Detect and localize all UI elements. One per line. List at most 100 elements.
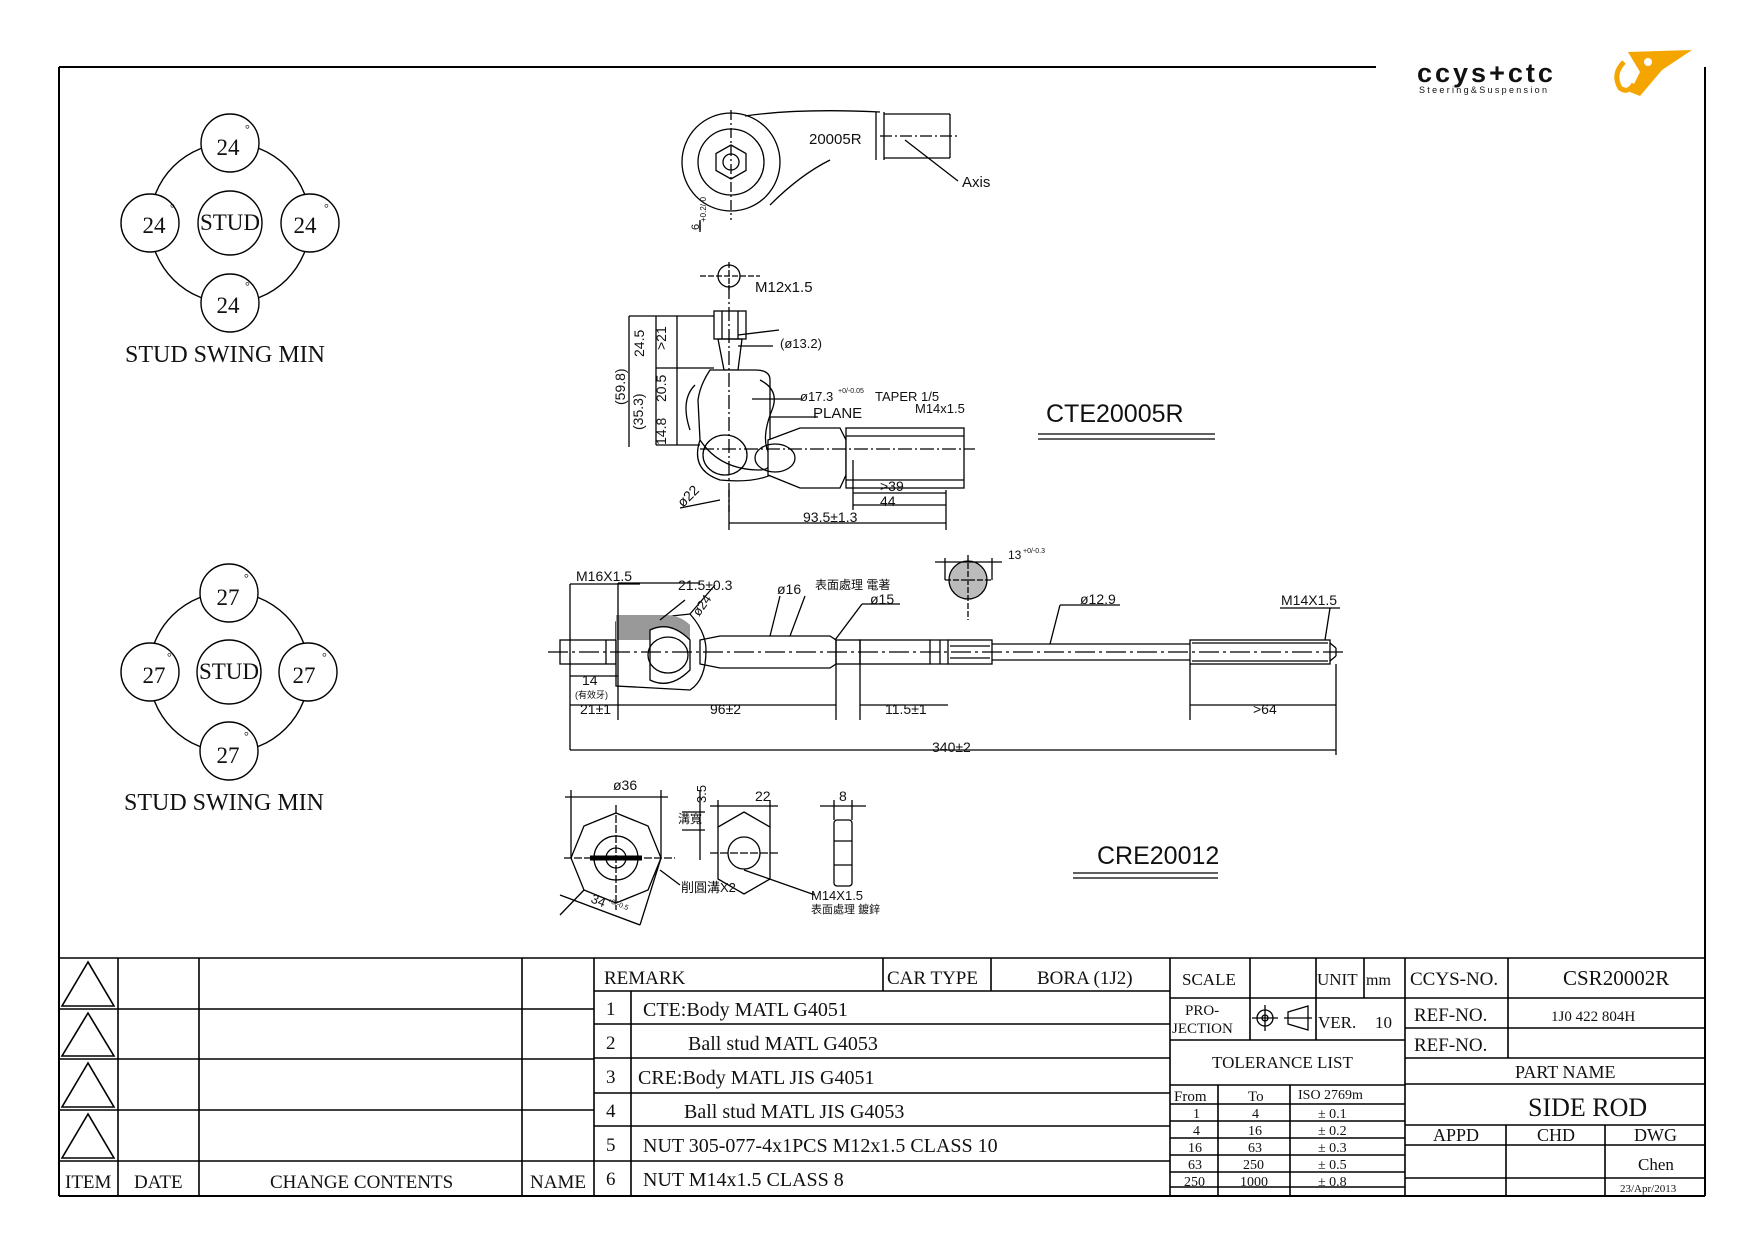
tol-from: 16 xyxy=(1188,1141,1202,1156)
tol-to: 1000 xyxy=(1240,1175,1268,1190)
tol-from: 4 xyxy=(1193,1124,1200,1139)
cre-nut-dim-36: ø36 xyxy=(613,777,637,793)
cre-dim-effective-thread: (有效牙) xyxy=(575,689,608,700)
cre-nut-surface-note: 表面處理 鍍鋅 xyxy=(811,902,880,916)
cte-side-view xyxy=(628,262,975,530)
chd-label: CHD xyxy=(1537,1125,1575,1145)
cre-dim-340: 340±2 xyxy=(932,739,971,755)
cte-dim-20: 20.5 xyxy=(653,375,669,402)
cre-dim-96: 96±2 xyxy=(710,701,741,717)
dwg-name: Chen xyxy=(1638,1155,1674,1174)
cre-rod-view xyxy=(548,555,1345,755)
cte-dim-offset-tol: +0.2/-0 xyxy=(699,196,708,222)
tol-from: 1 xyxy=(1193,1107,1200,1122)
stud-top-angle-e: 24 xyxy=(294,213,318,238)
cre-dim-21: 21±1 xyxy=(580,701,611,717)
stud-top-center: STUD xyxy=(200,210,260,235)
car-type-label: CAR TYPE xyxy=(887,968,978,989)
tol-header-iso: ISO 2769m xyxy=(1298,1088,1363,1103)
degree-mark: ° xyxy=(170,201,175,215)
ref-no2-label: REF-NO. xyxy=(1414,1035,1487,1056)
remark-text: CRE:Body MATL JIS G4051 xyxy=(638,1067,875,1089)
cte-dim-plane: PLANE xyxy=(813,405,862,422)
stud-top-angle-n: 24 xyxy=(217,135,241,160)
company-logo: ccys+ctc Steering&Suspension xyxy=(1417,50,1692,96)
cte-dim-59: (59.8) xyxy=(612,368,628,405)
stud-top-angle-s: 24 xyxy=(217,293,241,318)
cre-dim-14: 14 xyxy=(582,672,598,688)
stud-bottom-angle-w: 27 xyxy=(143,663,166,688)
rev-header-date: DATE xyxy=(134,1172,183,1193)
appd-label: APPD xyxy=(1433,1125,1479,1145)
stud-top-angle-w: 24 xyxy=(143,213,167,238)
remark-text: Ball stud MATL JIS G4053 xyxy=(684,1101,904,1123)
tolerance-title: TOLERANCE LIST xyxy=(1212,1053,1353,1072)
cte-part-label: CTE20005R xyxy=(1046,400,1184,428)
cte-part-mark: 20005R xyxy=(809,131,862,148)
cre-dim-13-tol: +0/-0.3 xyxy=(1023,548,1045,555)
ver-label: VER. xyxy=(1318,1013,1356,1032)
title-block-text: ITEM DATE CHANGE CONTENTS NAME REMARK CA… xyxy=(65,968,1392,1193)
logo-emblem-icon xyxy=(1614,50,1692,96)
cte-dim-24: 24.5 xyxy=(631,330,647,357)
tol-to: 63 xyxy=(1248,1141,1262,1156)
degree-mark: ° xyxy=(244,729,249,743)
cre-dim-24: ø24 xyxy=(689,592,714,619)
cre-surface-note: 表面處理 電著 xyxy=(815,578,890,592)
cre-nut-dim-22: 22 xyxy=(755,788,771,804)
degree-mark: ° xyxy=(244,571,249,585)
remark-no: 2 xyxy=(606,1033,616,1054)
scale-label: SCALE xyxy=(1182,970,1236,989)
remark-text: CTE:Body MATL G4051 xyxy=(643,999,848,1021)
logo-tagline: Steering&Suspension xyxy=(1419,85,1549,95)
logo-brand: ccys+ctc xyxy=(1417,58,1556,88)
degree-mark: ° xyxy=(324,201,329,215)
stud-bottom-title: STUD SWING MIN xyxy=(124,790,324,816)
remark-text: NUT M14x1.5 CLASS 8 xyxy=(643,1169,844,1191)
cre-nut-slot: 溝寬 xyxy=(678,811,702,826)
ver-value: 10 xyxy=(1375,1013,1392,1032)
remark-no: 5 xyxy=(606,1135,616,1156)
cte-dim-taper-tol: +0/-0.05 xyxy=(838,388,864,395)
cte-dim-39: >39 xyxy=(880,478,904,494)
cte-dim-m14: M14x1.5 xyxy=(915,401,965,416)
degree-mark: ° xyxy=(245,279,250,293)
tolerance-table: 1 4 ± 0.1 4 16 ± 0.2 16 63 ± 0.3 63 250 … xyxy=(1184,1107,1347,1190)
cte-dim-35: (35.3) xyxy=(630,393,646,430)
remark-text: Ball stud MATL G4053 xyxy=(688,1033,878,1055)
tol-to: 250 xyxy=(1243,1158,1264,1173)
tol-to: 16 xyxy=(1248,1124,1262,1139)
tol-value: ± 0.1 xyxy=(1318,1107,1347,1122)
cte-dim-22: ø22 xyxy=(674,482,703,511)
remark-no: 6 xyxy=(606,1169,616,1190)
cre-dim-11-5: 11.5±1 xyxy=(885,701,927,717)
cre-dim-21-5: 21.5±0.3 xyxy=(678,577,733,593)
cte-dim-taper-text: TAPER 1/5 xyxy=(875,389,939,404)
remark-text: NUT 305-077-4x1PCS M12x1.5 CLASS 10 xyxy=(643,1135,998,1157)
stud-bottom-angle-s: 27 xyxy=(217,743,240,768)
cre-dim-15: ø15 xyxy=(870,591,894,607)
cte-dim-dia13: (ø13.2) xyxy=(780,336,822,351)
tol-from: 63 xyxy=(1188,1158,1202,1173)
tol-value: ± 0.3 xyxy=(1318,1141,1347,1156)
title-block-lines xyxy=(59,957,1705,1196)
tol-to: 4 xyxy=(1252,1107,1259,1122)
degree-mark: ° xyxy=(167,650,172,664)
stud-bottom-angle-e: 27 xyxy=(293,663,316,688)
tol-value: ± 0.8 xyxy=(1318,1175,1347,1190)
ccys-no-label: CCYS-NO. xyxy=(1410,969,1498,990)
cte-top-view xyxy=(681,110,959,232)
ccys-no-value: CSR20002R xyxy=(1563,966,1669,990)
cre-part-label: CRE20012 xyxy=(1097,842,1219,870)
cte-dim-93: 93.5±1.3 xyxy=(803,509,858,525)
cre-dim-m14: M14X1.5 xyxy=(1281,592,1337,608)
remark-title: REMARK xyxy=(604,968,686,989)
ref-no-label: REF-NO. xyxy=(1414,1005,1487,1026)
cre-nut-views xyxy=(559,790,866,926)
stud-top-title: STUD SWING MIN xyxy=(125,342,325,368)
cre-nut-thread: M14X1.5 xyxy=(811,888,863,903)
cte-dim-offset: 6 xyxy=(690,224,702,230)
cre-dim-12-9: ø12.9 xyxy=(1080,591,1116,607)
cre-dim-16: ø16 xyxy=(777,581,801,597)
stud-bottom-center: STUD xyxy=(199,659,259,684)
